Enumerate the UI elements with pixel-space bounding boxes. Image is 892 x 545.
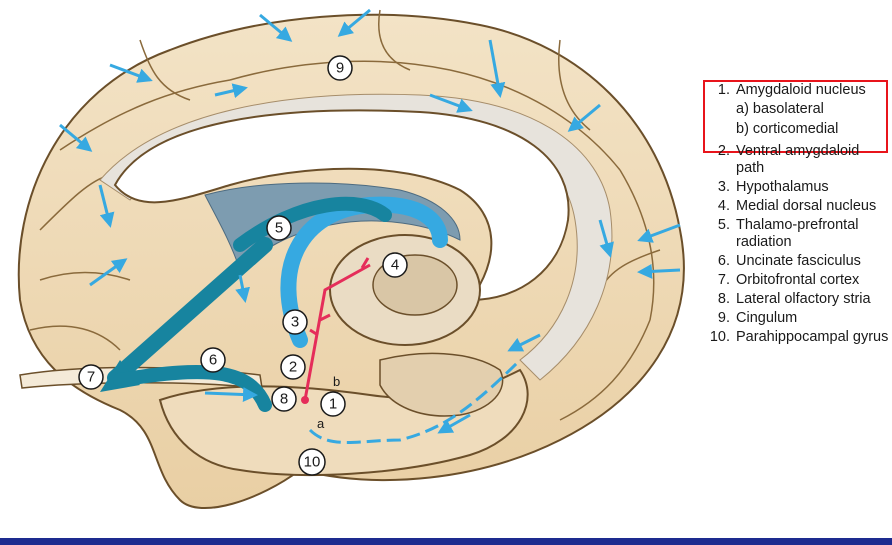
legend-num: 5. <box>717 217 730 233</box>
brain-illustration: 9 5 4 3 2 6 7 8 1 10 a b <box>17 8 685 509</box>
legend: 1. Amygdaloid nucleus a) basolateral b) … <box>704 82 890 348</box>
legend-item-2: 2. Ventral amygdaloid path <box>704 143 890 177</box>
legend-num: 7. <box>717 272 730 288</box>
svg-text:5: 5 <box>275 220 283 237</box>
parahippocampal-path <box>308 358 522 444</box>
legend-item-6: 6. Uncinate fasciculus <box>704 253 890 270</box>
legend-num: 1. <box>717 82 730 98</box>
letter-a: a <box>317 416 325 431</box>
legend-num: 2. <box>717 143 730 159</box>
legend-item-8: 8. Lateral olfactory stria <box>704 291 890 308</box>
legend-num: 4. <box>717 198 730 214</box>
cortex-arrows <box>59 8 681 434</box>
legend-num: 8. <box>717 291 730 307</box>
amygdala-highlight-box <box>703 80 888 153</box>
legend-item-5: 5. Thalamo-prefrontal radiation <box>704 217 890 251</box>
svg-text:8: 8 <box>280 391 288 408</box>
legend-num: 9. <box>717 310 730 326</box>
legend-text: Ventral amygdaloid path <box>736 143 860 176</box>
marker-9: 9 <box>327 55 353 81</box>
marker-4: 4 <box>382 252 408 278</box>
legend-text: Parahippocampal gyrus <box>736 329 889 345</box>
svg-text:3: 3 <box>291 314 299 331</box>
marker-6: 6 <box>200 347 226 373</box>
legend-text: Orbitofrontal cortex <box>736 272 860 288</box>
uncinate-fasciculus <box>113 365 272 412</box>
legend-item-1: 1. Amygdaloid nucleus a) basolateral b) … <box>704 82 890 139</box>
radiation-dark-arm <box>233 196 392 252</box>
legend-text: Amygdaloid nucleus <box>736 82 866 98</box>
marker-5: 5 <box>266 215 292 241</box>
marker-10: 10 <box>298 448 326 476</box>
brainstem <box>379 352 504 417</box>
bottom-rule <box>0 538 892 545</box>
legend-num: 10. <box>709 329 730 345</box>
legend-text: Thalamo-prefrontal radiation <box>736 217 859 250</box>
marker-3: 3 <box>282 309 308 335</box>
legend-text: Uncinate fasciculus <box>736 253 861 269</box>
svg-text:7: 7 <box>87 369 95 386</box>
svg-text:1: 1 <box>329 396 337 413</box>
legend-item-3: 3. Hypothalamus <box>704 179 890 196</box>
legend-text: Cingulum <box>736 310 798 326</box>
legend-item-7: 7. Orbitofrontal cortex <box>704 272 890 289</box>
marker-2: 2 <box>280 354 306 380</box>
amygdala-fibers <box>303 257 371 401</box>
marker-1: 1 <box>320 391 346 417</box>
letter-b: b <box>333 374 340 389</box>
legend-text: Medial dorsal nucleus <box>736 198 877 214</box>
marker-7: 7 <box>78 364 104 390</box>
amygdala-dot <box>301 396 309 404</box>
svg-text:6: 6 <box>209 352 217 369</box>
legend-text: Hypothalamus <box>736 179 829 195</box>
marker-8: 8 <box>271 386 297 412</box>
legend-sub-b: b) corticomedial <box>736 121 839 137</box>
svg-text:9: 9 <box>336 60 344 77</box>
radiation-arrow-to-7 <box>107 237 273 386</box>
svg-text:4: 4 <box>391 257 399 274</box>
legend-num: 3. <box>717 179 730 195</box>
legend-num: 6. <box>717 253 730 269</box>
gyri-lines <box>29 9 661 421</box>
legend-sub-a: a) basolateral <box>736 101 824 117</box>
legend-text: Lateral olfactory stria <box>736 291 871 307</box>
corpus-callosum <box>113 109 570 302</box>
svg-text:10: 10 <box>304 454 321 471</box>
legend-item-9: 9. Cingulum <box>704 310 890 327</box>
svg-text:2: 2 <box>289 359 297 376</box>
legend-item-10: 10. Parahippocampal gyrus <box>704 329 890 346</box>
legend-item-4: 4. Medial dorsal nucleus <box>704 198 890 215</box>
